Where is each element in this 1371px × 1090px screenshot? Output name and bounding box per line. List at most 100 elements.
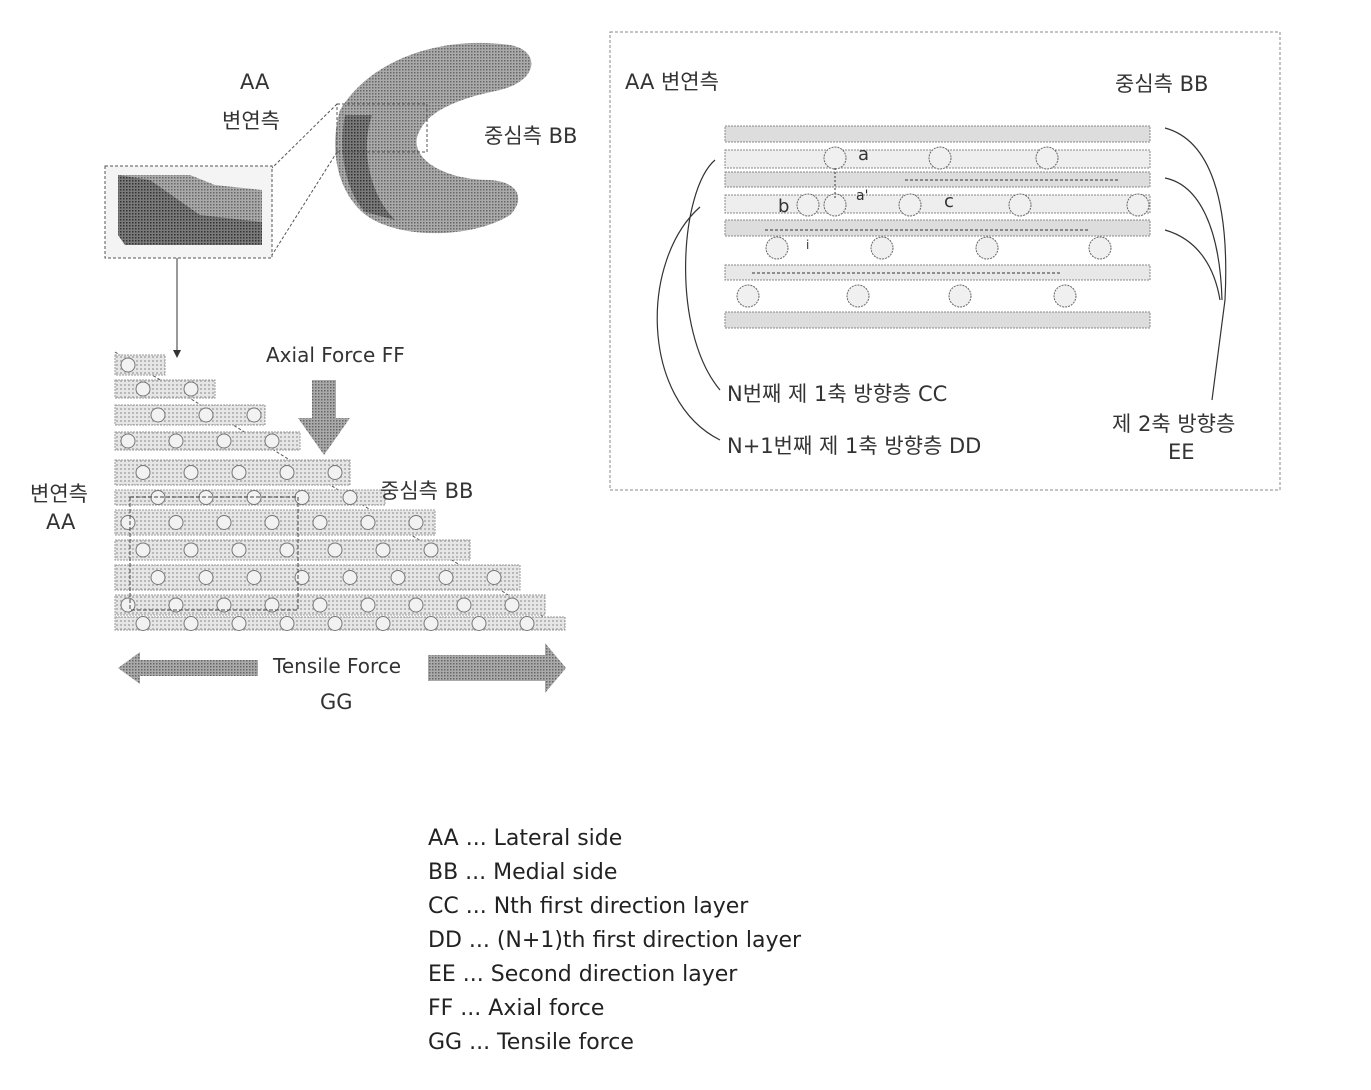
fiber-circle (1009, 194, 1031, 216)
fiber-circle (136, 382, 150, 396)
fiber-circle (472, 617, 486, 631)
axial-force-label: Axial Force FF (266, 343, 405, 367)
fiber-circle (169, 516, 183, 530)
fiber-circle (343, 491, 357, 505)
fiber-circle (232, 617, 246, 631)
top-medial-label: 중심측 BB (484, 120, 577, 150)
lateral-label-kr: 변연측 (30, 478, 88, 508)
fiber-circle (376, 543, 390, 557)
fiber-circle (280, 543, 294, 557)
fiber-circle (280, 466, 294, 480)
fiber-circle (976, 237, 998, 259)
fiber-circle (295, 571, 309, 585)
tensile-right-arrow-icon (428, 643, 566, 693)
fiber-circle (343, 571, 357, 585)
fiber-circle (899, 194, 921, 216)
layer-ee-code: EE (1168, 440, 1195, 464)
fiber-circle (361, 598, 375, 612)
fiber-circle (520, 617, 534, 631)
legend-item: DD ... (N+1)th first direction layer (428, 924, 801, 958)
fiber-circle (328, 617, 342, 631)
layer-band (115, 405, 265, 425)
fiber-circle (457, 598, 471, 612)
fiber-circle (424, 543, 438, 557)
fiber-circle (247, 408, 261, 422)
legend: AA ... Lateral side BB ... Medial side C… (428, 822, 801, 1060)
fiber-circle (797, 194, 819, 216)
fiber-circle (487, 571, 501, 585)
fiber-circle (328, 466, 342, 480)
lateral-label-code: AA (46, 510, 75, 534)
fiber-circle (949, 285, 971, 307)
fiber-circle (151, 571, 165, 585)
fiber-circle (847, 285, 869, 307)
fiber-circle (737, 285, 759, 307)
tensile-code: GG (320, 690, 353, 714)
legend-item: AA ... Lateral side (428, 822, 801, 856)
fiber-circle (439, 571, 453, 585)
layer-band (725, 220, 1150, 236)
panel-lateral-label: AA 변연측 (625, 66, 719, 96)
fiber-circle (313, 598, 327, 612)
fiber-circle (376, 617, 390, 631)
point-a: a (858, 144, 869, 165)
legend-item: EE ... Second direction layer (428, 958, 801, 992)
fiber-circle (409, 598, 423, 612)
fiber-circle (121, 516, 135, 530)
layer-band (725, 126, 1150, 142)
fiber-circle (871, 237, 893, 259)
fiber-circle (232, 543, 246, 557)
medial-label: 중심측 BB (380, 475, 473, 505)
fiber-circle (169, 434, 183, 448)
detail-layers (725, 126, 1150, 328)
fiber-circle (265, 434, 279, 448)
layer-band (725, 312, 1150, 328)
fiber-circle (766, 237, 788, 259)
fiber-circle (1036, 147, 1058, 169)
fiber-circle (184, 617, 198, 631)
fiber-circle (1127, 194, 1149, 216)
fiber-circle (424, 617, 438, 631)
fiber-circle (280, 617, 294, 631)
fiber-circle (184, 382, 198, 396)
fiber-circle (199, 408, 213, 422)
fiber-circle (247, 571, 261, 585)
fiber-circle (199, 571, 213, 585)
fiber-circle (265, 516, 279, 530)
legend-item: BB ... Medial side (428, 856, 801, 890)
fiber-circle (1054, 285, 1076, 307)
panel-medial-label: 중심측 BB (1115, 68, 1208, 98)
fiber-circle (295, 491, 309, 505)
fiber-circle (328, 543, 342, 557)
fiber-circle (232, 466, 246, 480)
layer-cc-label: N번째 제 1축 방향층 CC (727, 378, 947, 408)
point-a-prime: a' (856, 188, 868, 204)
tensile-left-arrow-icon (118, 652, 258, 684)
fiber-circle (361, 516, 375, 530)
layer-band (115, 565, 520, 590)
legend-item: GG ... Tensile force (428, 1026, 801, 1060)
fiber-circle (151, 408, 165, 422)
fiber-circle (121, 358, 135, 372)
axial-force-arrow-icon (298, 380, 350, 455)
layer-band (115, 380, 215, 398)
layer-dd-label: N+1번째 제 1축 방향층 DD (727, 430, 981, 460)
fiber-circle (217, 516, 231, 530)
layer-ee-label-kr: 제 2축 방향층 (1112, 408, 1235, 438)
fiber-circle (1089, 237, 1111, 259)
fiber-circle (391, 571, 405, 585)
fiber-circle (824, 147, 846, 169)
fiber-circle (184, 466, 198, 480)
point-b: b (778, 196, 789, 217)
fiber-circle (505, 598, 519, 612)
fiber-circle (217, 434, 231, 448)
fiber-circle (313, 516, 327, 530)
layered-structure (115, 352, 565, 631)
legend-item: CC ... Nth first direction layer (428, 890, 801, 924)
fiber-circle (136, 466, 150, 480)
fiber-circle (409, 516, 423, 530)
tensile-force-label: Tensile Force (273, 654, 401, 678)
fiber-circle (929, 147, 951, 169)
fiber-circle (136, 617, 150, 631)
